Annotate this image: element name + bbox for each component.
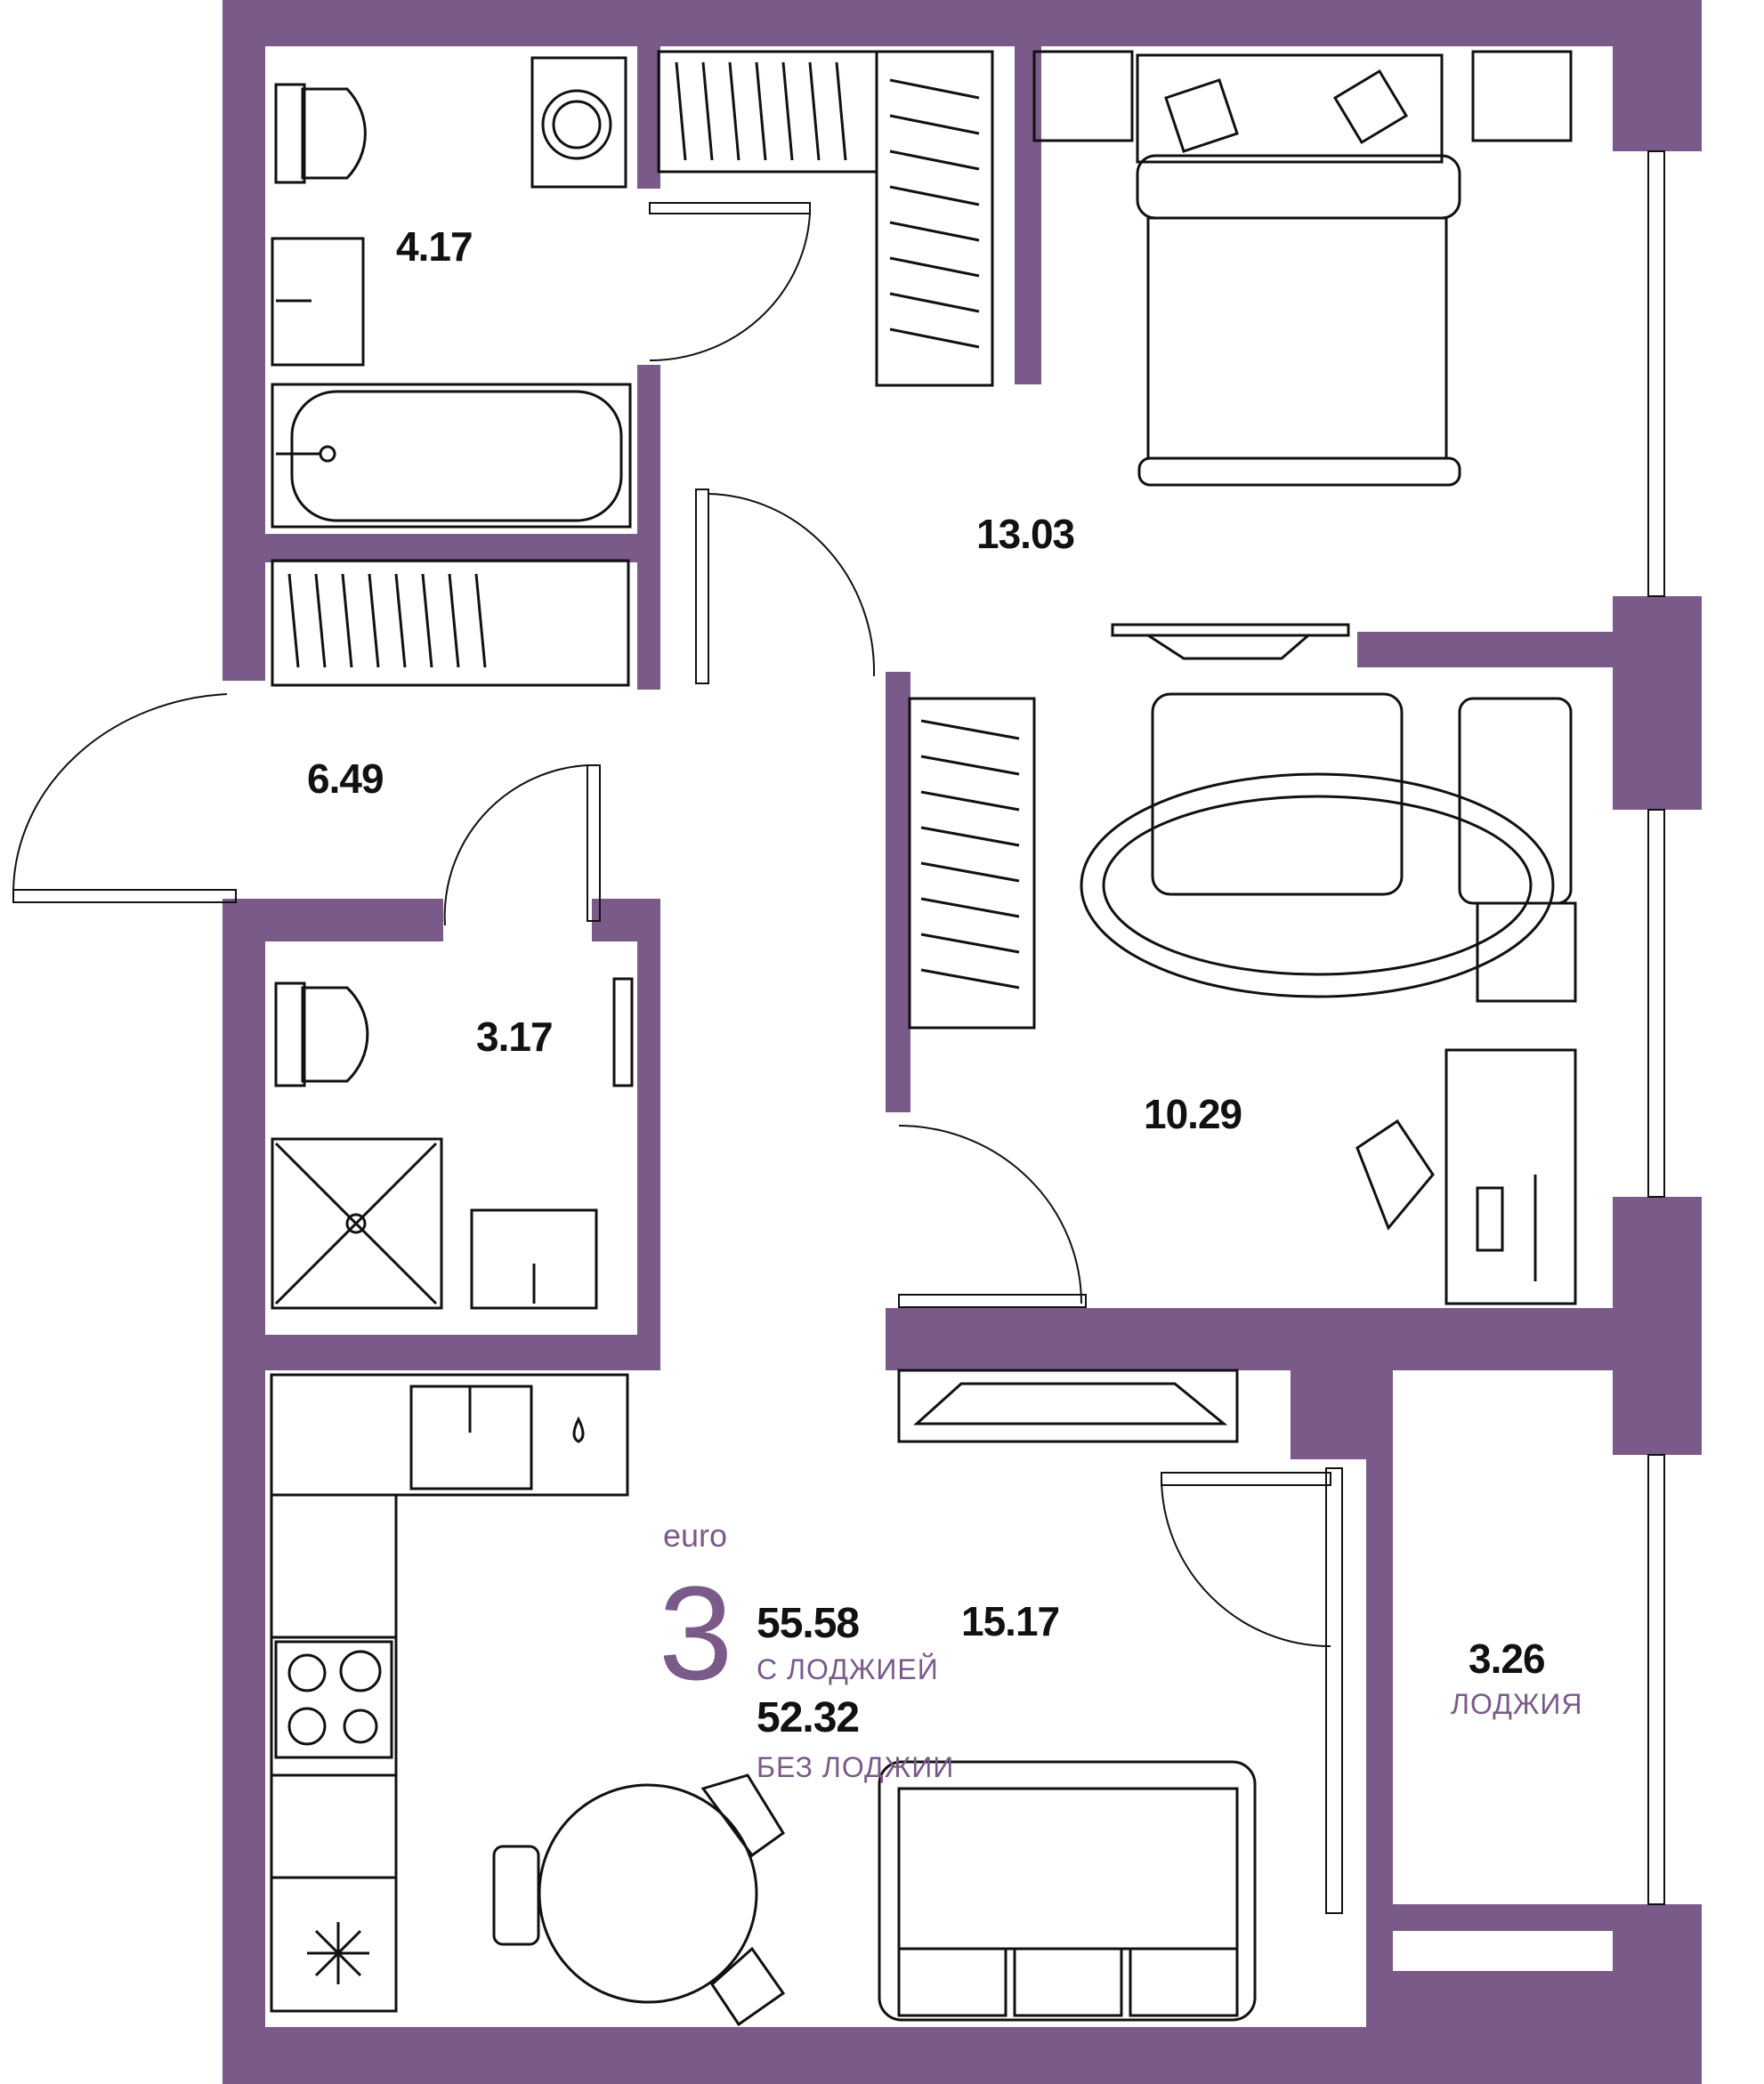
second-bedroom-area: 10.29	[1144, 1091, 1242, 1137]
furniture	[270, 50, 1577, 2027]
window-icon	[1647, 150, 1665, 597]
door-icon	[649, 202, 811, 362]
kitchen-living-area: 15.17	[961, 1598, 1060, 1644]
fridge-icon	[307, 1922, 369, 1984]
apartment-type-tag: euro	[663, 1517, 728, 1554]
bathroom-area: 4.17	[396, 223, 473, 270]
toilet-icon	[274, 981, 369, 1087]
door-icon	[443, 764, 601, 926]
doors	[12, 202, 1331, 1647]
sink-icon	[271, 237, 365, 367]
bedroom-area: 13.03	[976, 511, 1075, 557]
area-without-loggia-caption: БЕЗ ЛОДЖИИ	[757, 1751, 955, 1783]
bed-icon	[1032, 50, 1573, 487]
hall-area: 6.49	[307, 755, 384, 802]
tv-icon	[897, 1369, 1239, 1443]
door-icon	[898, 1125, 1087, 1308]
window-icon	[1647, 1454, 1665, 1905]
door-icon	[1161, 1472, 1331, 1647]
window-icon	[1325, 1467, 1343, 1914]
door-icon	[12, 693, 237, 903]
wardrobe-icon	[657, 50, 994, 387]
total-area: 55.58	[757, 1600, 860, 1647]
toilet-area: 3.17	[476, 1014, 554, 1060]
bathtub-icon	[271, 383, 632, 529]
wardrobe-icon	[271, 559, 630, 687]
loggia-caption: ЛОДЖИЯ	[1451, 1688, 1583, 1720]
walls	[223, 0, 1702, 2084]
room-count: 3	[659, 1558, 733, 1708]
window-icon	[1647, 809, 1665, 1198]
tv-icon	[1111, 623, 1350, 660]
desk-icon	[1355, 1048, 1577, 1305]
windows	[1325, 150, 1665, 1914]
toilet-icon	[274, 83, 367, 184]
sofa-icon	[878, 1760, 1257, 2022]
loggia-area: 3.26	[1469, 1636, 1546, 1682]
sink-icon	[470, 977, 634, 1310]
stove-icon	[270, 1373, 629, 2013]
area-without-loggia: 52.32	[757, 1694, 860, 1741]
wardrobe-icon	[908, 697, 1036, 1030]
washing-machine-icon	[530, 56, 627, 189]
shower-icon	[271, 1137, 443, 1310]
total-area-caption: С ЛОДЖИЕЙ	[757, 1653, 939, 1685]
bed-icon	[1080, 692, 1577, 1003]
dining-table-icon	[492, 1773, 786, 2027]
door-icon	[695, 489, 876, 684]
